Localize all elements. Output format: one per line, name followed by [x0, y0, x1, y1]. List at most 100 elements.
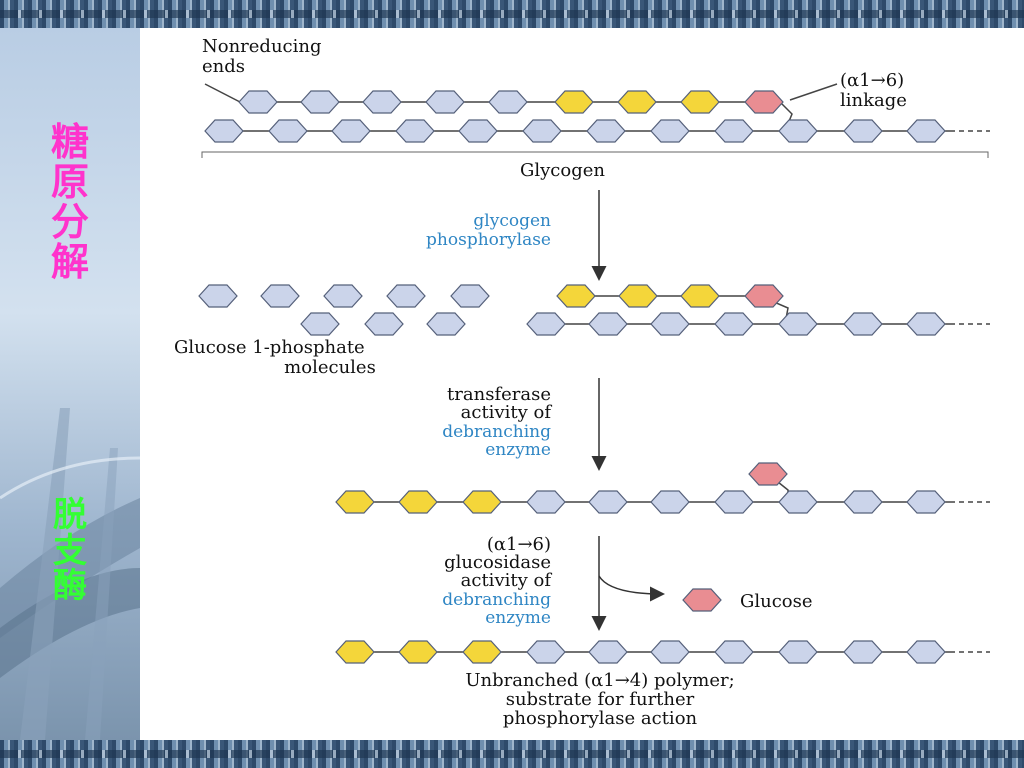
label-glucose-1-phosphate: Glucose 1-phosphate: [174, 337, 365, 358]
label-transferase: transferase: [447, 384, 551, 405]
glucose-residue: [680, 90, 720, 114]
label-linkage-type: (α1→6): [840, 70, 904, 91]
glucose-residue: [204, 119, 244, 143]
glycogen-degradation-diagram: Nonreducing ends (α1→6) linkage Glycogen…: [174, 36, 990, 729]
glucose-residue: [522, 119, 562, 143]
glucose-residue: [843, 312, 883, 336]
bridge-photo-graphic: [0, 408, 140, 740]
glucose-residue: [462, 490, 502, 514]
glucose-residue: [650, 490, 690, 514]
glucose-residue: [335, 640, 375, 664]
label-activity-of-2: activity of: [461, 570, 553, 591]
glucose-residue: [680, 284, 720, 308]
glucose-residue: [906, 490, 946, 514]
label-unbranched-polymer: Unbranched (α1→4) polymer;: [465, 670, 734, 691]
glucose-1-phosphate: [260, 284, 300, 308]
glucose-residue: [395, 119, 435, 143]
glucose-residue: [906, 640, 946, 664]
glucose-residue: [617, 90, 657, 114]
sidebar-subtitle: 脱 支 酶: [0, 495, 140, 607]
subtitle-char: 支: [53, 530, 87, 571]
glucose-residue: [586, 119, 626, 143]
glucose-residue: [618, 284, 658, 308]
glucose-1-phosphate: [364, 312, 404, 336]
glucose-residue: [362, 90, 402, 114]
glucose-residue: [588, 312, 628, 336]
free-glucose: [682, 588, 722, 612]
branch-residue: [748, 462, 788, 486]
glucose-residue: [714, 312, 754, 336]
glucose-residue: [778, 640, 818, 664]
glucose-residue: [650, 312, 690, 336]
glucose-residue: [268, 119, 308, 143]
label-enzyme-2: enzyme: [485, 608, 551, 628]
label-glucosidase: glucosidase: [444, 552, 551, 573]
bottom-decorative-band: [0, 740, 1024, 768]
glucose-residue: [714, 119, 754, 143]
glucose-residue: [906, 312, 946, 336]
slide-content: Nonreducing ends (α1→6) linkage Glycogen…: [140, 28, 1024, 740]
title-char: 分: [50, 199, 89, 244]
label-glycogen: Glycogen: [520, 160, 605, 181]
glycogen-bracket: [201, 151, 989, 158]
subtitle-char: 酶: [53, 566, 87, 607]
glucose-residue: [778, 490, 818, 514]
glucose-1-phosphate: [386, 284, 426, 308]
label-activity-of: activity of: [461, 402, 553, 423]
title-char: 原: [50, 159, 89, 204]
label-linkage: linkage: [840, 90, 907, 111]
glucose-residue: [588, 490, 628, 514]
glucose-residue: [778, 312, 818, 336]
glucose-residue: [556, 284, 596, 308]
glucose-residue: [554, 90, 594, 114]
top-decorative-band: [0, 0, 1024, 28]
label-enzyme-phosphorylase: phosphorylase: [426, 230, 551, 250]
glucose-residue: [843, 490, 883, 514]
glucose-residue: [650, 640, 690, 664]
label-substrate: substrate for further: [506, 689, 695, 710]
glucose-residue: [238, 90, 278, 114]
glucose-1-phosphate: [450, 284, 490, 308]
left-decorative-panel: 糖 原 分 解 脱 支 酶: [0, 28, 140, 740]
glucose-1-phosphate: [198, 284, 238, 308]
glucose-1-phosphate: [300, 312, 340, 336]
glucose-residue: [714, 640, 754, 664]
glucose-residue: [335, 490, 375, 514]
label-ends: ends: [202, 56, 245, 77]
glucose-residue: [331, 119, 371, 143]
glucose-residue: [425, 90, 465, 114]
glucose-residue: [843, 119, 883, 143]
glucose-residue: [300, 90, 340, 114]
glucose-1-phosphate: [426, 312, 466, 336]
glucose-residue: [398, 640, 438, 664]
label-glucosidase-linkage: (α1→6): [487, 534, 551, 555]
glucose-residue: [462, 640, 502, 664]
glucose-residue: [488, 90, 528, 114]
title-char: 糖: [50, 120, 89, 164]
glucose-residue: [398, 490, 438, 514]
label-debranching: debranching: [442, 422, 551, 442]
glucose-residue: [650, 119, 690, 143]
glucose-1-phosphate: [323, 284, 363, 308]
glucose-residue: [526, 640, 566, 664]
label-enzyme-glycogen: glycogen: [473, 211, 551, 231]
label-nonreducing: Nonreducing: [202, 36, 322, 57]
sidebar-title: 糖 原 分 解: [0, 120, 140, 284]
glucose-residue: [526, 490, 566, 514]
glucose-residue: [906, 119, 946, 143]
arrow-glucose-release: [598, 575, 665, 602]
title-char: 解: [50, 239, 89, 284]
glucose-residue: [526, 312, 566, 336]
glucose-residue: [458, 119, 498, 143]
glucose-residue: [744, 90, 784, 114]
label-phosphorylase-action: phosphorylase action: [503, 708, 698, 729]
label-debranching-2: debranching: [442, 590, 551, 610]
glucose-residue: [714, 490, 754, 514]
glucose-residues: [198, 90, 946, 664]
label-enzyme: enzyme: [485, 440, 551, 460]
label-free-glucose: Glucose: [740, 591, 813, 612]
subtitle-char: 脱: [53, 495, 87, 535]
glucose-residue: [843, 640, 883, 664]
label-molecules: molecules: [284, 357, 376, 378]
glucose-residue: [744, 284, 784, 308]
